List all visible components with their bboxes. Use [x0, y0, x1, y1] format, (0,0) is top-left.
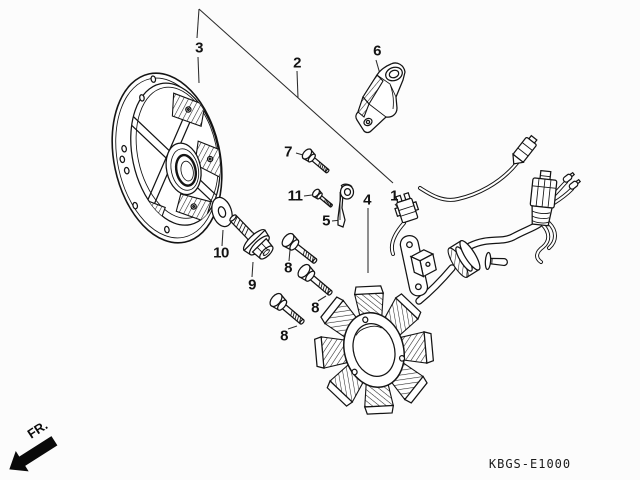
- bolt-8c-drawing: [267, 290, 309, 330]
- part-label-6[interactable]: 6: [373, 42, 381, 60]
- fr-direction-arrow: [10, 437, 57, 471]
- part-label-3[interactable]: 3: [195, 39, 203, 57]
- stator-drawing: [298, 270, 449, 430]
- part-label-11[interactable]: 11: [287, 187, 303, 205]
- bullet-terminal-icon: [568, 178, 581, 190]
- bracket-drawing: [356, 63, 405, 133]
- part-label-4[interactable]: 4: [363, 191, 371, 209]
- spade-connector-drawing: [509, 134, 540, 168]
- part-label-5[interactable]: 5: [322, 212, 330, 230]
- pin-drawing: [485, 252, 508, 270]
- part-label-2[interactable]: 2: [293, 54, 301, 72]
- diagram-code: KBGS-E1000: [488, 457, 572, 471]
- small-connector-drawing: [392, 191, 421, 223]
- part-label-7[interactable]: 7: [284, 143, 292, 161]
- part-label-8b[interactable]: 8: [311, 299, 319, 317]
- part-label-8c[interactable]: 8: [280, 327, 288, 345]
- bolt-11-drawing: [310, 187, 335, 210]
- washer-drawing: [208, 195, 235, 229]
- part-label-10[interactable]: 10: [213, 244, 229, 262]
- multi-pin-connector-drawing: [528, 170, 558, 226]
- bolt-8b-drawing: [295, 261, 337, 301]
- bullet-terminal-icon: [562, 171, 575, 183]
- wire-harness-drawing: [392, 134, 582, 301]
- mount-box-drawing: [399, 232, 441, 298]
- part-label-8a[interactable]: 8: [284, 259, 292, 277]
- part-label-1[interactable]: 1: [390, 187, 398, 205]
- flywheel-drawing: [97, 62, 241, 253]
- part-label-9[interactable]: 9: [248, 276, 256, 294]
- bolt-7-drawing: [300, 146, 333, 177]
- clamp-drawing: [338, 184, 354, 227]
- flange-bolt-drawing: [221, 207, 279, 266]
- grommet-drawing: [445, 238, 483, 280]
- leader-lines: [197, 9, 401, 329]
